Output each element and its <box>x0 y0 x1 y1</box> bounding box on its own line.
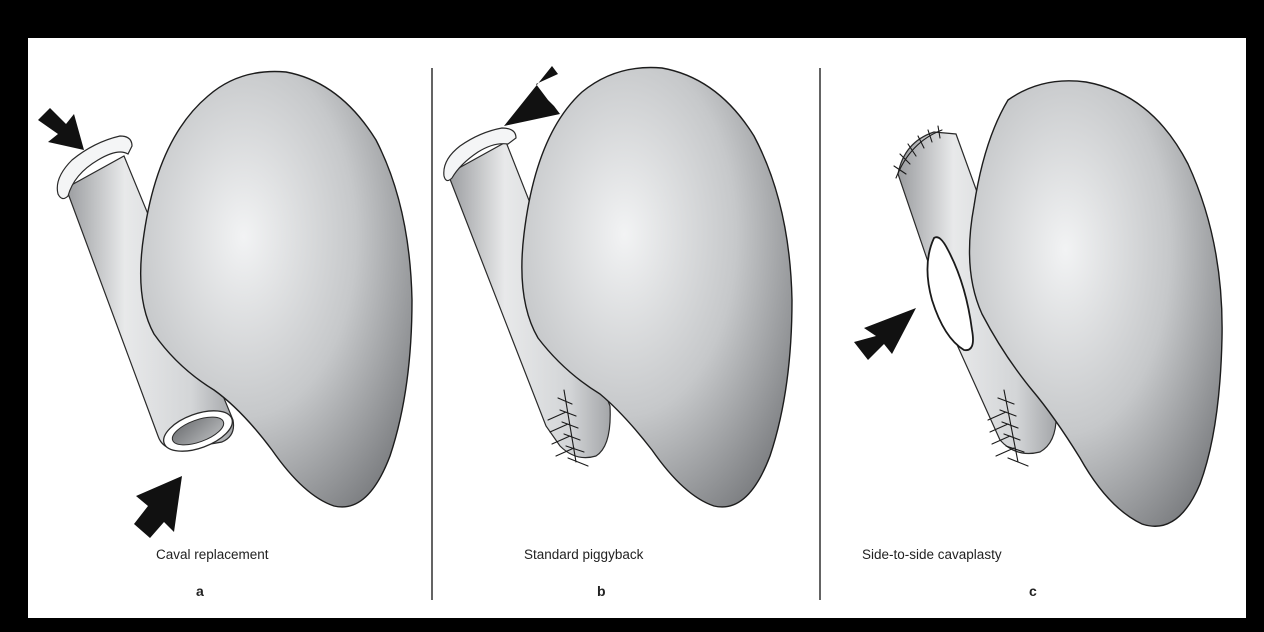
liver-shape <box>970 81 1223 526</box>
arrow-upper-end <box>38 108 84 150</box>
caption-a: Caval replacement <box>156 547 269 562</box>
caption-b: Standard piggyback <box>524 547 644 562</box>
panel-letter-c: c <box>1029 583 1037 599</box>
panel-c: Side-to-side cavaplasty c <box>854 81 1222 599</box>
panel-letter-b: b <box>597 583 606 599</box>
panel-letter-a: a <box>196 583 204 599</box>
figure-canvas: Caval replacement a <box>28 38 1246 618</box>
arrow-upper-end <box>504 66 560 126</box>
panel-a: Caval replacement a <box>38 72 412 600</box>
caption-c: Side-to-side cavaplasty <box>862 547 1002 562</box>
panel-b: Standard piggyback b <box>444 66 792 599</box>
arrow-side-opening <box>854 308 916 360</box>
surgical-technique-figure: Caval replacement a <box>28 38 1246 618</box>
arrow-lower-end <box>134 476 182 538</box>
